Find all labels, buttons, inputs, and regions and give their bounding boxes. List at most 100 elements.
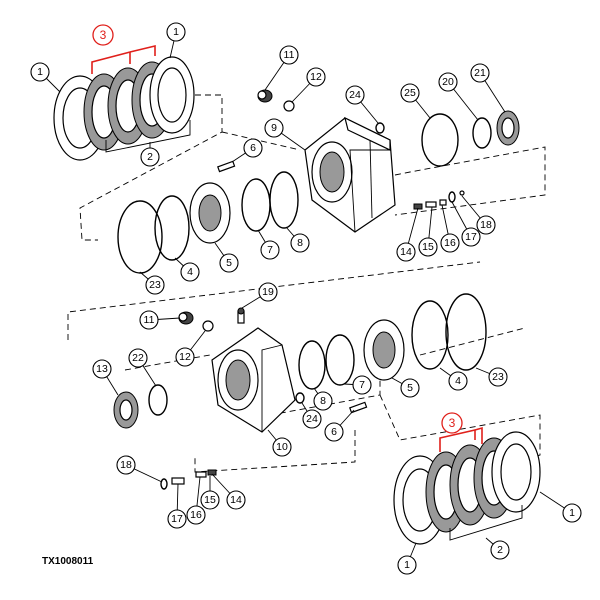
bracket-2-top — [105, 120, 191, 153]
bottom-callout-number: 14 — [230, 494, 242, 506]
top-callout-number: 15 — [422, 241, 434, 253]
bottom-callout-19: 19 — [258, 282, 278, 302]
bottom-callout-number: 4 — [455, 375, 461, 387]
top-callout-1: 1 — [166, 22, 186, 42]
bottom-callout-10: 10 — [272, 437, 292, 457]
top-callout-circle — [306, 67, 326, 87]
highlight-callout-top-label: 3 — [100, 28, 107, 42]
top-callout-circle — [400, 83, 420, 103]
top-callout-number: 24 — [349, 89, 361, 101]
top-callout-number: 1 — [37, 66, 43, 78]
bottom-callout-number: 11 — [144, 314, 155, 326]
bracket-2-bottom — [449, 505, 523, 541]
top-callout-number: 1 — [173, 26, 179, 38]
bottom-callout-24: 24 — [302, 409, 322, 429]
top-callout-circle — [145, 275, 165, 295]
bottom-callout-5: 5 — [400, 378, 420, 398]
top-callout-circle — [140, 147, 160, 167]
top-callout-number: 2 — [147, 151, 153, 163]
bottom-callout-number: 13 — [96, 363, 108, 375]
bottom-callout-1: 1 — [397, 555, 417, 575]
top-callout-circle — [440, 233, 460, 253]
housing-10 — [211, 327, 296, 433]
top-callout-number: 8 — [297, 237, 303, 249]
bottom-callout-number: 22 — [132, 352, 144, 364]
top-callout-25: 25 — [400, 83, 420, 103]
top-callout-11: 11 — [279, 45, 299, 65]
top-callout-number: 14 — [400, 246, 412, 258]
clutch-pack-top — [53, 56, 195, 161]
bottom-callout-circle — [324, 422, 344, 442]
top-callout-2: 2 — [140, 147, 160, 167]
bottom-callout-number: 7 — [359, 379, 365, 391]
top-callout-circle — [345, 85, 365, 105]
bottom-callout-number: 1 — [404, 559, 410, 571]
bottom-callout-number: 12 — [179, 351, 191, 363]
top-callout-20: 20 — [438, 72, 458, 92]
top-callout-number: 5 — [226, 257, 232, 269]
top-callout-number: 25 — [404, 87, 416, 99]
top-callout-circle — [279, 45, 299, 65]
figure-id: TX1008011 — [42, 556, 94, 567]
bottom-callout-number: 16 — [190, 509, 202, 521]
top-callout-number: 21 — [474, 67, 486, 79]
top-callout-4: 4 — [180, 262, 200, 282]
bottom-callout-circle — [200, 490, 220, 510]
top-callout-7: 7 — [260, 240, 280, 260]
bottom-callout-11: 11 — [139, 310, 159, 330]
bottom-callout-circle — [258, 282, 278, 302]
top-callout-circle — [470, 63, 490, 83]
top-callout-23: 23 — [145, 275, 165, 295]
bottom-callout-15: 15 — [200, 490, 220, 510]
bottom-callout-16: 16 — [186, 505, 206, 525]
bolt-19 — [237, 307, 245, 324]
oring-24-bottom — [295, 392, 305, 404]
top-callout-circle — [219, 253, 239, 273]
bottom-callout-17: 17 — [167, 509, 187, 529]
ring-20 — [472, 117, 492, 149]
bottom-callout-number: 19 — [262, 286, 274, 298]
highlight-callout-bottom-label: 3 — [449, 416, 456, 430]
highlight-bracket-top — [91, 44, 156, 74]
top-callout-9: 9 — [264, 118, 284, 138]
bottom-callout-circle — [116, 455, 136, 475]
bottom-callout-2: 2 — [490, 540, 510, 560]
bottom-callout-number: 18 — [120, 459, 132, 471]
bottom-callout-1: 1 — [562, 503, 582, 523]
top-callout-circle — [418, 237, 438, 257]
bottom-callout-number: 17 — [171, 513, 183, 525]
pin-6-bottom — [349, 401, 368, 414]
highlight-callout-top: 3 — [92, 24, 114, 46]
top-callout-number: 18 — [480, 219, 492, 231]
top-callout-5: 5 — [219, 253, 239, 273]
bottom-callout-circle — [488, 367, 508, 387]
top-callout-circle — [243, 138, 263, 158]
bottom-callout-circle — [186, 505, 206, 525]
top-callout-number: 7 — [267, 244, 273, 256]
ring-23-bottom — [445, 293, 487, 371]
highlight-bracket-bottom — [439, 426, 483, 452]
top-callout-12: 12 — [306, 67, 326, 87]
top-callout-number: 16 — [444, 237, 456, 249]
bottom-callout-6: 6 — [324, 422, 344, 442]
bottom-callout-circle — [562, 503, 582, 523]
top-callout-number: 17 — [465, 231, 477, 243]
top-callout-16: 16 — [440, 233, 460, 253]
top-callout-6: 6 — [243, 138, 263, 158]
pins-top — [413, 190, 465, 210]
top-callout-14: 14 — [396, 242, 416, 262]
pins-bottom — [160, 469, 217, 490]
top-callout-21: 21 — [470, 63, 490, 83]
bottom-callout-number: 2 — [497, 544, 503, 556]
oring-24-top — [375, 122, 385, 134]
top-callout-18: 18 — [476, 215, 496, 235]
bottom-callout-number: 5 — [407, 382, 413, 394]
bottom-callout-circle — [139, 310, 159, 330]
bottom-callout-23: 23 — [488, 367, 508, 387]
piston-5-top — [189, 182, 231, 244]
pin-6-top — [217, 160, 236, 173]
ring-8-bottom — [298, 340, 326, 390]
bottom-callout-number: 8 — [320, 395, 326, 407]
bottom-callout-circle — [490, 540, 510, 560]
